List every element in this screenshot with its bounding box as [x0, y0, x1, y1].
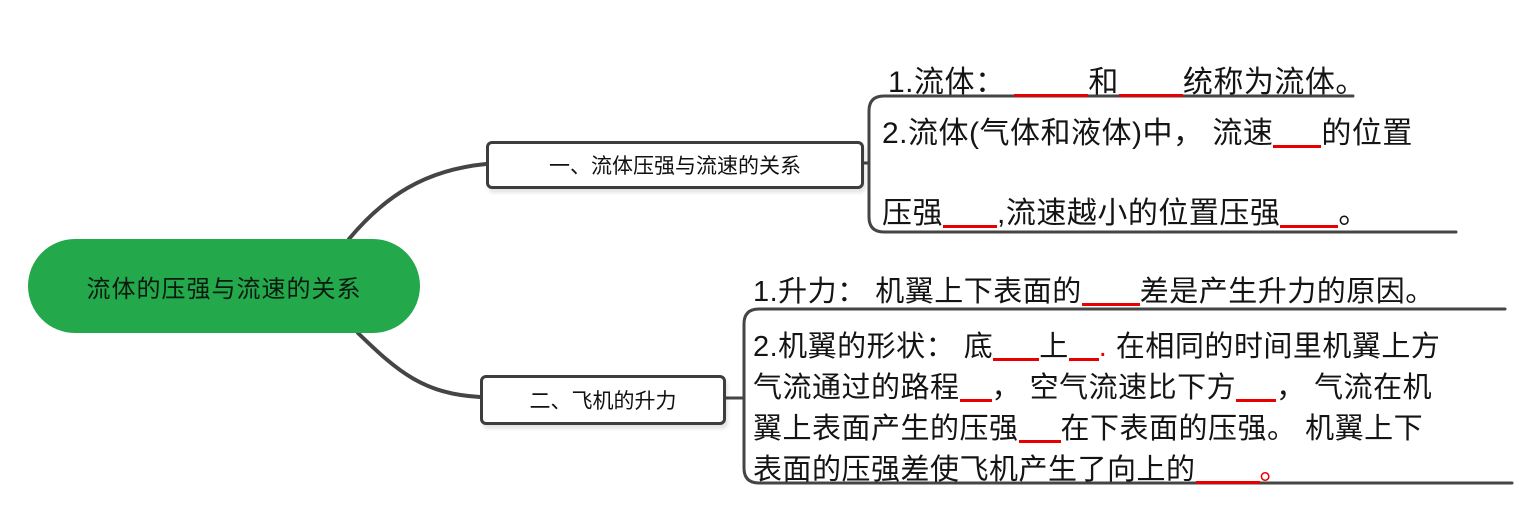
- root-node-label: 流体的压强与流速的关系: [86, 275, 362, 303]
- text-segment: 。: [1259, 454, 1290, 486]
- text-segment: ， 空气流速比下方: [991, 372, 1237, 404]
- child-node-flow-speed-rule-line1[interactable]: 2.流体(气体和液体)中， 流速 的位置: [882, 108, 1413, 152]
- child-node-wing-shape-line3[interactable]: 翼上表面产生的压强 在下表面的压强。 机翼上下: [753, 405, 1423, 447]
- branch2-label: 二、飞机的升力: [529, 390, 677, 413]
- branch1-label: 一、流体压强与流速的关系: [549, 155, 801, 178]
- blank-underline: [1068, 329, 1099, 361]
- blank-underline: [1018, 411, 1061, 443]
- child-node-wing-shape-line1[interactable]: 2.机翼的形状： 底 上. 在相同的时间里机翼上方: [753, 323, 1440, 365]
- blank-underline: [1118, 64, 1183, 97]
- blank-underline: [959, 370, 992, 402]
- text-segment: 2.机翼的形状： 底: [753, 331, 994, 363]
- blank-underline: [1081, 274, 1140, 306]
- text-segment: 在相同的时间里机翼上方: [1107, 331, 1441, 363]
- branch1-children-bracket: [867, 94, 1458, 234]
- blank-underline: [993, 329, 1040, 361]
- text-segment: 和: [1088, 66, 1119, 99]
- text-segment: 。: [1338, 197, 1369, 230]
- text-segment: 压强: [882, 197, 943, 230]
- text-segment: ， 气流在机: [1276, 372, 1433, 404]
- branch-node-airplane-lift[interactable]: 二、飞机的升力: [480, 375, 726, 425]
- text-segment: 1.流体：: [888, 66, 1015, 99]
- blank-underline: [1014, 64, 1089, 97]
- blank-underline: [943, 195, 997, 228]
- text-segment: 翼上表面产生的压强: [753, 413, 1019, 445]
- root-to-branch1-curve: [347, 162, 488, 241]
- text-segment: 差是产生升力的原因。: [1139, 276, 1435, 308]
- child-node-fluid-definition[interactable]: 1.流体： 和 统称为流体。: [888, 57, 1366, 101]
- blank-underline: [1280, 195, 1339, 228]
- root-node[interactable]: 流体的压强与流速的关系: [28, 239, 420, 333]
- child-node-wing-shape-line4[interactable]: 表面的压强差使飞机产生了向上的 。: [753, 446, 1289, 488]
- child-node-wing-shape-line2[interactable]: 气流通过的路程 ， 空气流速比下方 ， 气流在机: [753, 364, 1432, 406]
- child-node-lift-definition[interactable]: 1.升力： 机翼上下表面的 差是产生升力的原因。: [753, 268, 1435, 310]
- text-segment: ,流速越小的位置压强: [997, 197, 1281, 230]
- text-segment: 表面的压强差使飞机产生了向上的: [753, 454, 1196, 486]
- text-segment: .: [1098, 331, 1108, 363]
- root-to-branch2-curve: [356, 331, 482, 399]
- text-segment: 统称为流体。: [1182, 66, 1366, 99]
- child-node-flow-speed-rule-line2[interactable]: 压强 ,流速越小的位置压强 。: [882, 188, 1369, 232]
- text-segment: 的位置: [1321, 117, 1413, 150]
- text-segment: 2.流体(气体和液体)中， 流速: [882, 117, 1274, 150]
- branch-node-fluid-pressure[interactable]: 一、流体压强与流速的关系: [486, 141, 864, 189]
- text-segment: 上: [1039, 331, 1069, 363]
- blank-underline: [1236, 370, 1277, 402]
- text-segment: 在下表面的压强。 机翼上下: [1060, 413, 1424, 445]
- blank-underline: [1195, 452, 1260, 484]
- text-segment: 1.升力： 机翼上下表面的: [753, 276, 1082, 308]
- text-segment: 气流通过的路程: [753, 372, 960, 404]
- branch2-children-bracket: [742, 307, 1514, 485]
- blank-underline: [1273, 115, 1322, 148]
